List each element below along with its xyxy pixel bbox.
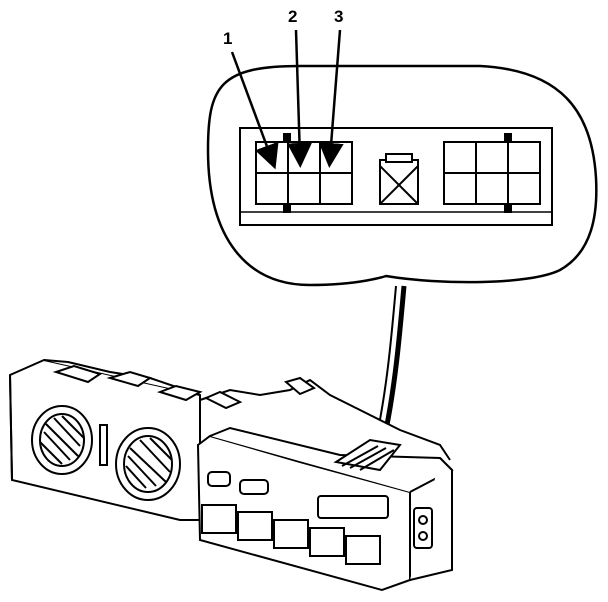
- callout-label-3: 3: [334, 7, 343, 26]
- indicator-window-left: [207, 471, 231, 487]
- callout-2: 2: [287, 7, 313, 168]
- callout-arrow-1: [230, 51, 279, 170]
- push-buttons: [201, 504, 381, 565]
- keyed-slot: [379, 153, 419, 205]
- leader-wire: [377, 285, 407, 431]
- callout-1: 1: [223, 29, 279, 170]
- callout-label-2: 2: [288, 7, 297, 26]
- side-switch: [413, 507, 433, 549]
- lever-slot: [99, 424, 108, 466]
- display-window: [317, 495, 389, 519]
- callout-arrow-2: [287, 29, 313, 168]
- pin-block-left: [255, 133, 353, 213]
- callout-3: 3: [318, 7, 344, 168]
- detail-bubble: [206, 64, 598, 287]
- indicator-window-mid: [239, 479, 269, 495]
- knob-left: [31, 405, 93, 475]
- heater-control-panel: [8, 358, 454, 592]
- knob-right: [115, 427, 181, 501]
- callout-arrow-3: [318, 29, 344, 168]
- callout-label-1: 1: [223, 29, 232, 48]
- pin-block-right: [443, 133, 541, 213]
